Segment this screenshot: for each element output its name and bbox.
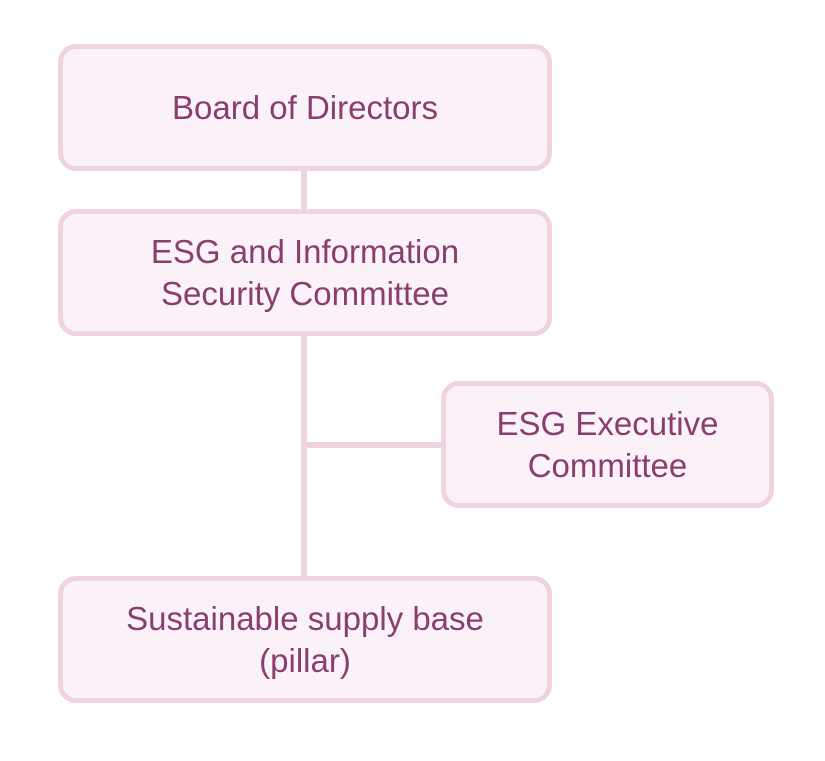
node-esg-executive-committee: ESG Executive Committee (441, 381, 774, 508)
node-label-line: Sustainable supply base (126, 599, 484, 637)
node-label-line: Security Committee (161, 274, 449, 312)
connector-board-to-esg-info-security (301, 168, 307, 212)
node-label-line: Committee (527, 446, 688, 484)
node-board-of-directors: Board of Directors (58, 44, 552, 171)
connector-esg-info-security-to-supply-base (301, 333, 307, 578)
node-esg-info-security-committee: ESG and Information Security Committee (58, 209, 552, 336)
node-label-line: Board of Directors (172, 88, 438, 126)
node-label-line: (pillar) (259, 641, 351, 679)
node-label-line: ESG Executive (496, 404, 719, 442)
connector-branch-to-esg-executive (307, 442, 446, 448)
node-sustainable-supply-base: Sustainable supply base (pillar) (58, 576, 552, 703)
node-label-line: ESG and Information (150, 232, 460, 270)
